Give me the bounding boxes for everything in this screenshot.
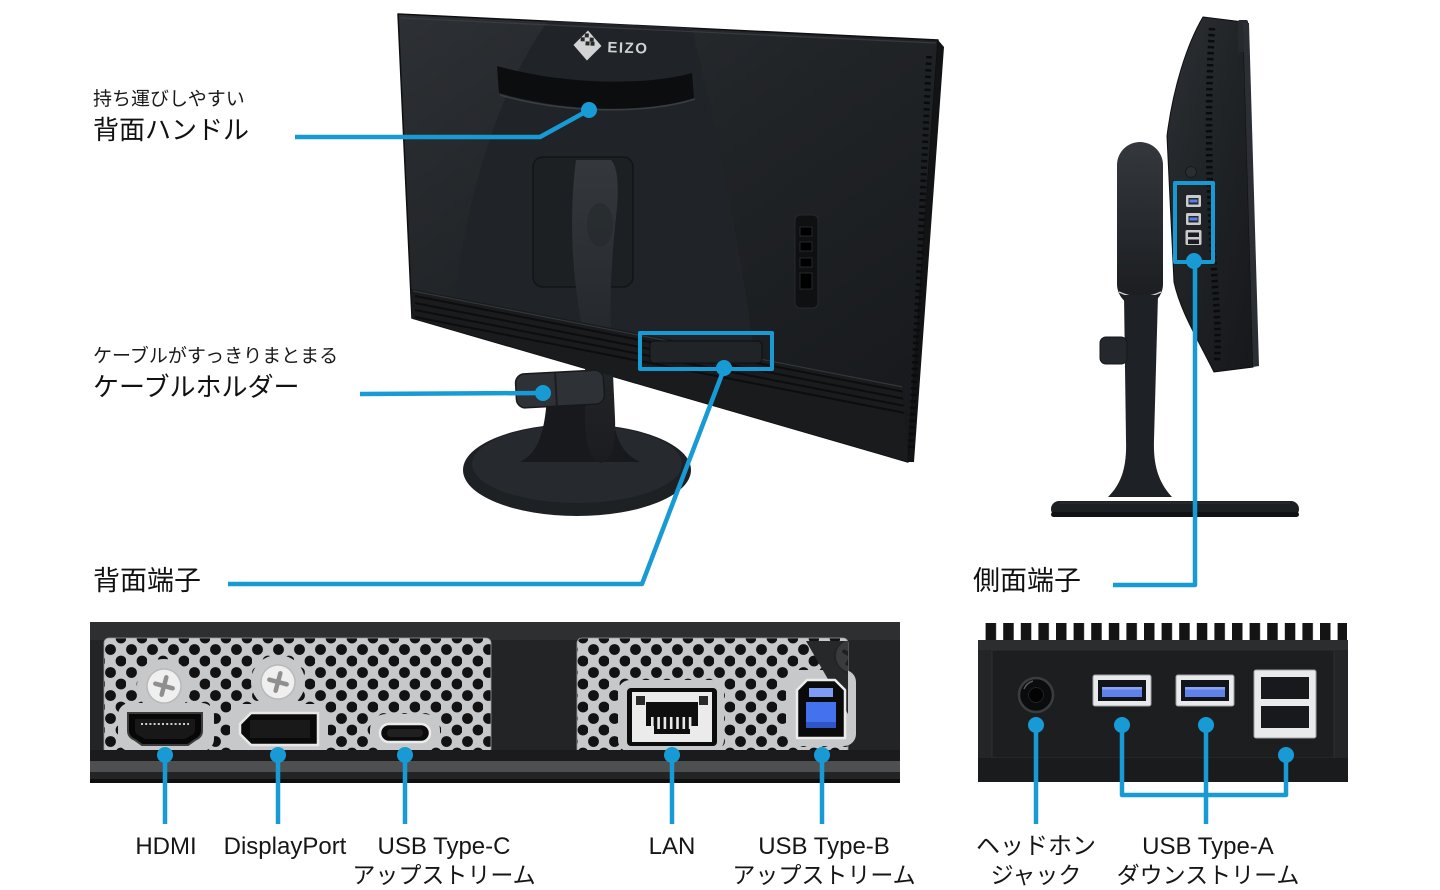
side-view-illustration [1051, 16, 1299, 517]
cable-holder [514, 369, 606, 409]
lan-port-icon [627, 688, 717, 746]
hdmi-label: HDMI [135, 833, 197, 860]
handle-highlight [499, 94, 696, 111]
side-panel [1166, 16, 1254, 373]
side-cable-hook [1099, 336, 1128, 365]
eizo-wordmark: EIZO [607, 39, 649, 57]
cable-holder-callout: ケーブルがすっきりまとまる ケーブルホルダー [93, 345, 338, 403]
handle-callout-sub: 持ち運びしやすい [93, 89, 245, 110]
rear-vent-strip [908, 55, 932, 451]
headphone-label: ヘッドホン ジャック [976, 832, 1096, 890]
dual-usb-a-port-icon [1253, 669, 1317, 739]
tilt-hinge [587, 203, 613, 247]
rear-port-door [649, 340, 763, 364]
side-usb-ports-icons [1185, 195, 1202, 245]
rear-ports-closeup [90, 622, 900, 783]
callout-line-side-ports [1113, 261, 1198, 588]
usb-c-label-line2: アップストリーム [352, 862, 536, 888]
headphone-jack-icon [1017, 676, 1055, 714]
callout-line-cable-holder [359, 390, 544, 397]
handle-callout: 持ち運びしやすい 背面ハンドル [93, 88, 249, 146]
usb-c-label-line1: USB Type-C [377, 833, 511, 860]
usb-c-port-icon [378, 722, 432, 744]
rear-bottom-bezel [412, 289, 908, 462]
cable-holder-callout-sub: ケーブルがすっきりまとまる [93, 346, 339, 367]
callout-dots [157, 102, 1294, 763]
callout-lines [162, 108, 1289, 824]
lan-label: LAN [648, 833, 696, 860]
top-edge-highlight [400, 17, 937, 44]
headphone-label-line2: ジャック [990, 862, 1082, 888]
usb-b-port-icon [795, 678, 847, 740]
usb-a-label-line2: ダウンストリーム [1116, 862, 1300, 888]
side-base [1051, 501, 1299, 517]
callout-line-handle [295, 108, 591, 140]
rear-handle-recess [497, 66, 694, 109]
usb-b-label-line1: USB Type-B [758, 833, 890, 860]
vent-teeth [981, 623, 1347, 640]
rear-view-illustration: EIZO [397, 13, 944, 516]
side-ports-title: 側面端子 [973, 566, 1081, 596]
screw-icon [260, 664, 296, 700]
callout-line-rear-ports [228, 368, 727, 587]
side-front-edge [1243, 22, 1259, 367]
screw-icon [146, 668, 182, 704]
displayport-label: DisplayPort [223, 833, 347, 860]
usb-b-label-line2: アップストリーム [732, 862, 916, 888]
eizo-logo: EIZO [573, 30, 649, 61]
hdmi-port-icon [127, 712, 203, 746]
usb-a-port-icon [1175, 674, 1235, 707]
cable-holder-callout-main: ケーブルホルダー [93, 372, 300, 402]
usb-b-label: USB Type-B アップストリーム [732, 832, 915, 890]
rear-ports-title: 背面端子 [93, 566, 201, 596]
usb-c-label: USB Type-C アップストリーム [352, 832, 535, 890]
side-screw-icon [1185, 166, 1197, 178]
side-ports-closeup [978, 623, 1348, 782]
usb-a-label-line1: USB Type-A [1142, 833, 1274, 860]
usb-a-port-icon [1092, 674, 1152, 707]
usb-a-label: USB Type-A ダウンストリーム [1117, 832, 1300, 890]
side-stand [1099, 142, 1172, 497]
corner-screw-icon [834, 641, 848, 674]
rear-side-port-strip [794, 214, 819, 309]
displayport-port-icon [238, 711, 320, 747]
headphone-label-line1: ヘッドホン [976, 833, 1096, 860]
handle-callout-main: 背面ハンドル [93, 115, 250, 145]
rear-ports-highlight-box [638, 331, 774, 371]
